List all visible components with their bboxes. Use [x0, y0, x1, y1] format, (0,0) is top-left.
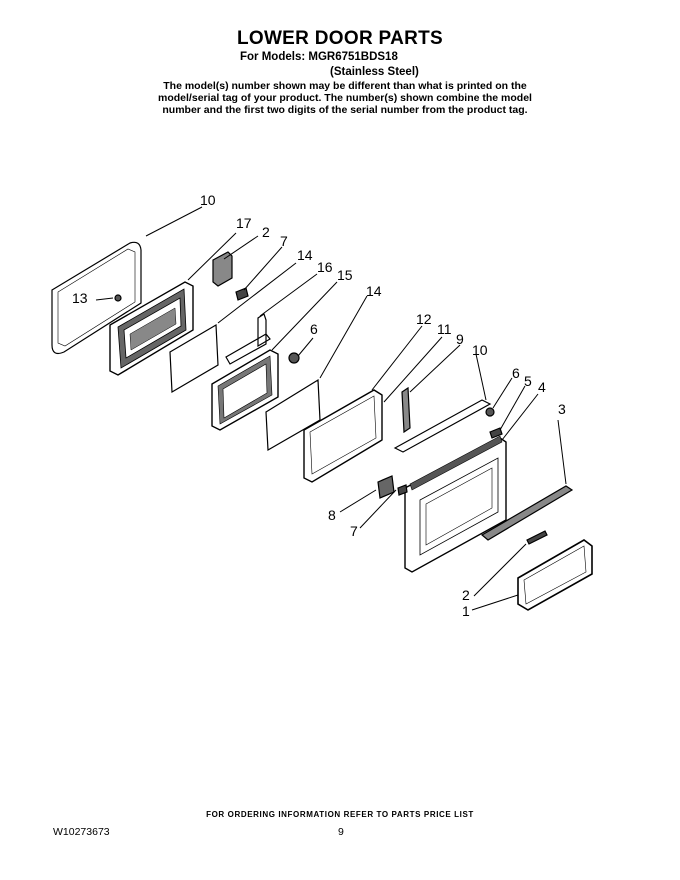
part-screw-upper	[235, 287, 249, 301]
part-screw-lower	[397, 484, 408, 496]
label-part: 17	[236, 215, 252, 231]
part-badge	[526, 530, 548, 545]
part-glass-panel-lower	[265, 378, 321, 452]
part-vent-strip	[489, 427, 503, 439]
label-part: 6	[310, 321, 318, 337]
models-line: For Models: MGR6751BDS18	[240, 51, 398, 63]
part-bracket-strip	[225, 313, 271, 365]
label-part: 13	[72, 290, 88, 306]
part-clip	[114, 294, 122, 302]
label-part: 8	[328, 507, 336, 523]
page-title: LOWER DOOR PARTS	[236, 28, 444, 49]
part-handle	[480, 485, 574, 541]
model-variant: (Stainless Steel)	[330, 66, 419, 78]
part-outer-glass	[51, 241, 142, 355]
part-hinge-upper	[212, 251, 233, 287]
label-part: 12	[416, 311, 432, 327]
model-note: The model(s) number shown may be differe…	[158, 80, 532, 116]
label-part: 10	[472, 342, 488, 358]
label-part: 10	[200, 192, 216, 208]
label-part: 6	[512, 365, 520, 381]
label-part: 11	[437, 321, 452, 337]
label-part: 16	[317, 259, 333, 275]
label-part: 9	[456, 331, 464, 347]
label-part: 4	[538, 379, 546, 395]
label-part: 14	[297, 247, 313, 263]
part-screw-right	[485, 407, 495, 417]
label-part: 3	[558, 401, 566, 417]
page-number: 9	[338, 826, 344, 838]
part-screw-mid	[288, 352, 300, 364]
label-part: 14	[366, 283, 382, 299]
part-top-trim	[393, 399, 492, 453]
label-part: 1	[462, 603, 470, 619]
label-part: 2	[462, 587, 470, 603]
label-part: 2	[262, 224, 270, 240]
ordering-note: FOR ORDERING INFORMATION REFER TO PARTS …	[206, 810, 474, 819]
label-part: 5	[524, 373, 532, 389]
label-part: 7	[350, 523, 358, 539]
part-side-rail	[401, 386, 411, 434]
document-number: W10273673	[53, 826, 110, 838]
label-part: 15	[337, 267, 353, 283]
part-glass-panel-upper	[169, 323, 219, 394]
label-part: 7	[280, 233, 288, 249]
